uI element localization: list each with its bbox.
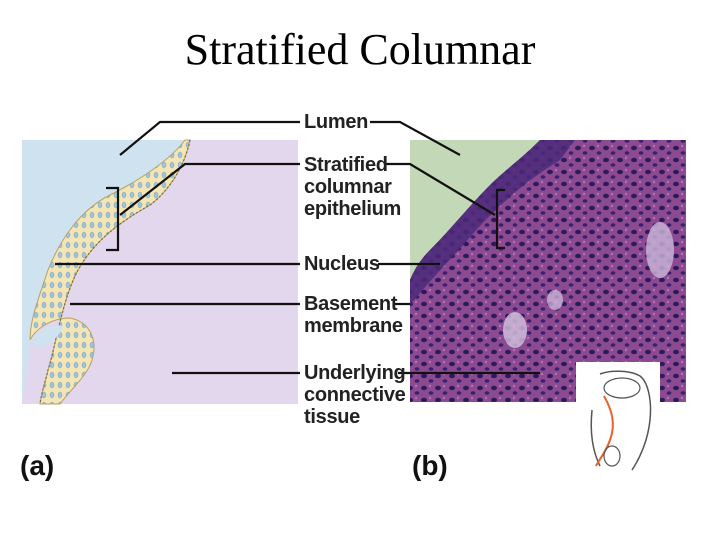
- label-basement-line2: membrane: [304, 316, 403, 336]
- label-underlying-line1: Underlying: [304, 363, 405, 383]
- panel-a-drawing: [22, 140, 298, 404]
- label-stratified-line2: columnar: [304, 177, 392, 197]
- label-stratified-line3: epithelium: [304, 199, 401, 219]
- panel-b-label: (b): [412, 450, 448, 482]
- label-lumen: Lumen: [304, 112, 368, 132]
- label-basement-line1: Basement: [304, 294, 397, 314]
- label-underlying-line3: tissue: [304, 407, 360, 427]
- label-stratified-line1: Stratified: [304, 155, 388, 175]
- body-location-inset-icon: [576, 362, 660, 474]
- label-nucleus: Nucleus: [304, 254, 380, 274]
- panel-a-label: (a): [20, 450, 54, 482]
- label-underlying-line2: connective: [304, 385, 405, 405]
